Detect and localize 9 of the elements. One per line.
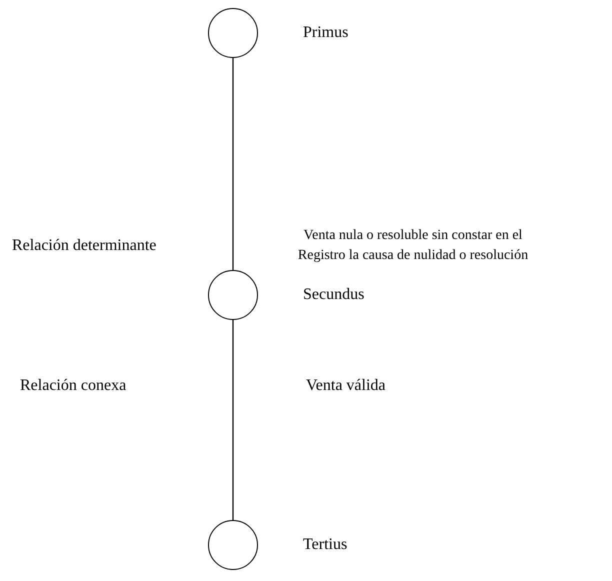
relation-label: Relación determinante (12, 236, 158, 256)
node-caption: Primus (303, 23, 348, 43)
connector-line (232, 58, 234, 270)
relation-label: Relación conexa (20, 376, 128, 396)
relation-label: Venta válida (306, 376, 387, 396)
relation-label: Venta nula o resoluble sin constar en el Registro la causa de nulidad o resolución (296, 227, 530, 265)
node-caption: Secundus (303, 285, 364, 305)
node-caption: Tertius (303, 535, 348, 555)
connector-line (232, 320, 234, 520)
